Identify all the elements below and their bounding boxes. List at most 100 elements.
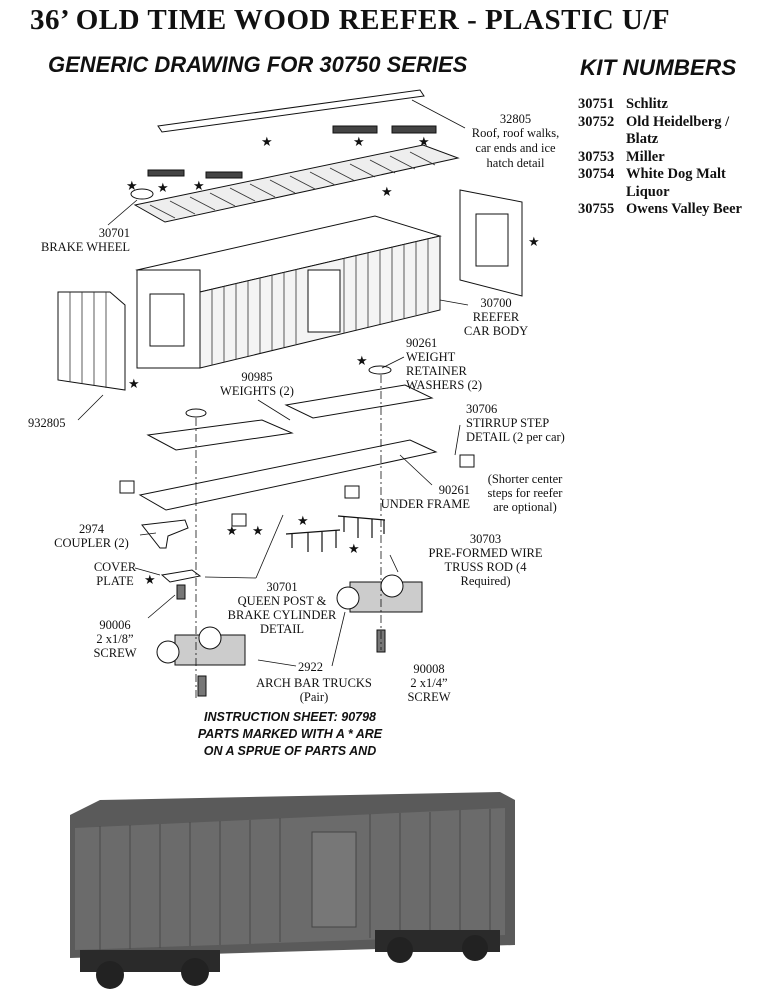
drawing-subtitle: GENERIC DRAWING FOR 30750 SERIES [48, 52, 468, 77]
label-truss-rod: 30703 PRE-FORMED WIRE TRUSS ROD (4 Requi… [418, 532, 553, 588]
part-desc: QUEEN POST & BRAKE CYLINDER DETAIL [227, 594, 337, 636]
roof-walk [157, 89, 425, 133]
kit-name: Schlitz [626, 96, 668, 112]
screw-long [376, 629, 386, 653]
part-desc: 2 x1/4” SCREW [407, 676, 451, 704]
part-desc: BRAKE WHEEL [41, 240, 130, 254]
kit-number: 30754 [578, 166, 615, 182]
instruction-line: PARTS MARKED WITH A * ARE [197, 727, 383, 741]
part-number: 90008 [413, 662, 445, 676]
svg-text:★: ★ [356, 354, 368, 369]
part-number: 90261 [406, 336, 438, 350]
instruction-line: ON A SPRUE OF PARTS AND [203, 744, 377, 758]
car-door [307, 269, 341, 333]
truck-left [156, 626, 246, 666]
weight-left [146, 419, 294, 451]
part-number: 32805 [499, 112, 532, 126]
svg-text:★: ★ [193, 179, 205, 194]
svg-text:★: ★ [126, 179, 138, 194]
part-number: 30706 [466, 402, 498, 416]
label-coupler: 2974 COUPLER (2) [44, 522, 139, 550]
svg-text:★: ★ [144, 573, 156, 588]
kit-name: White Dog Malt Liquor [626, 166, 726, 200]
screw-short [176, 584, 186, 600]
label-trucks-number: 2922 [298, 660, 323, 674]
svg-text:★: ★ [418, 135, 430, 150]
label-cover-plate: COVER PLATE [93, 560, 137, 588]
center-lines [195, 375, 382, 700]
car-end-932805 [57, 291, 126, 391]
svg-text:★: ★ [261, 135, 273, 150]
kit-item: 30751 Schlitz [578, 96, 766, 114]
label-screw-short: 90006 2 x1/8” SCREW [82, 618, 148, 660]
svg-text:★: ★ [528, 235, 540, 250]
part-number: 30703 [469, 532, 502, 546]
kit-name: Old Heidelberg / Blatz [626, 113, 730, 148]
label-trucks-desc: ARCH BAR TRUCKS (Pair) [256, 676, 372, 704]
label-car-end: 932805 [28, 416, 66, 430]
part-desc: 2 x1/8” SCREW [93, 632, 137, 660]
kit-item: 30754 White Dog Malt Liquor [578, 166, 766, 201]
weight-right [284, 384, 434, 419]
kit-number: 30753 [578, 148, 615, 165]
kit-numbers-heading: KIT NUMBERS [580, 55, 737, 80]
underframe [138, 439, 438, 511]
kit-item: 30752 Old Heidelberg / Blatz [578, 114, 766, 149]
label-car-body: 30700 REEFER CAR BODY [446, 296, 546, 338]
part-desc: COUPLER (2) [54, 536, 129, 550]
truss-rods [285, 515, 386, 552]
instruction-note: INSTRUCTION SHEET: 90798 PARTS MARKED WI… [170, 709, 410, 760]
car-photo [70, 792, 515, 989]
stirrup-step [119, 480, 135, 494]
coupler [141, 519, 189, 549]
part-number: 30700 [480, 296, 512, 310]
label-brake-wheel: 30701 BRAKE WHEEL [22, 226, 130, 254]
label-stirrup-note: (Shorter center steps for reefer are opt… [487, 472, 563, 514]
part-number: 90985 [241, 370, 273, 384]
kit-numbers-list: 30751 Schlitz 30752 Old Heidelberg / Blatz… [578, 96, 766, 219]
cover-plate [160, 569, 202, 583]
svg-text:★: ★ [226, 524, 238, 539]
svg-text:★: ★ [157, 181, 169, 196]
svg-text:★: ★ [381, 185, 393, 200]
kit-item: 30755 Owens Valley Beer [578, 201, 766, 219]
part-number: 90261 [438, 483, 470, 497]
svg-text:★: ★ [353, 135, 365, 150]
ice-hatch-detail [147, 125, 437, 179]
part-desc: Roof, roof walks, car ends and ice hatch… [471, 126, 560, 170]
part-number: 30701 [266, 580, 298, 594]
part-desc: WEIGHT RETAINER WASHERS (2) [406, 350, 483, 392]
label-screw-long: 90008 2 x1/4” SCREW [396, 662, 462, 704]
label-queen-post: 30701 QUEEN POST & BRAKE CYLINDER DETAIL [222, 580, 342, 636]
part-number: 90006 [99, 618, 131, 632]
sprue-stars: ★★★ ★★★ ★★★ ★★★ ★★★ [126, 135, 540, 588]
svg-text:★: ★ [128, 377, 140, 392]
label-weights: 90985 WEIGHTS (2) [212, 370, 302, 398]
label-retainer-washers: 90261 WEIGHT RETAINER WASHERS (2) [406, 336, 486, 392]
part-number: 30701 [98, 226, 130, 240]
truck-right [336, 574, 423, 613]
kit-number: 30755 [578, 201, 615, 217]
brake-wheel [130, 188, 154, 200]
label-roof: 32805 Roof, roof walks, car ends and ice… [468, 112, 563, 171]
svg-text:★: ★ [252, 524, 264, 539]
instruction-line: INSTRUCTION SHEET: 90798 [203, 710, 377, 724]
kit-number: 30752 [578, 113, 615, 130]
part-desc: UNDER FRAME [380, 497, 470, 511]
svg-text:★: ★ [348, 542, 360, 557]
page-title: 36’ OLD TIME WOOD REEFER - PLASTIC U/F [30, 4, 671, 36]
part-desc: STIRRUP STEP DETAIL (2 per car) [466, 416, 565, 444]
kit-number: 30751 [578, 96, 615, 112]
part-desc: PRE-FORMED WIRE TRUSS ROD (4 Required) [428, 546, 543, 588]
label-underframe: 90261 UNDER FRAME [370, 483, 470, 511]
kit-name: Owens Valley Beer [626, 201, 742, 217]
car-body-siding [211, 238, 429, 365]
part-desc: WEIGHTS (2) [220, 384, 294, 398]
retainer-washer [368, 365, 392, 375]
part-desc: REEFER CAR BODY [463, 310, 529, 338]
part-number: 2974 [79, 522, 104, 536]
label-stirrup: 30706 STIRRUP STEP DETAIL (2 per car) [466, 402, 581, 444]
roof-hatching [149, 151, 436, 219]
